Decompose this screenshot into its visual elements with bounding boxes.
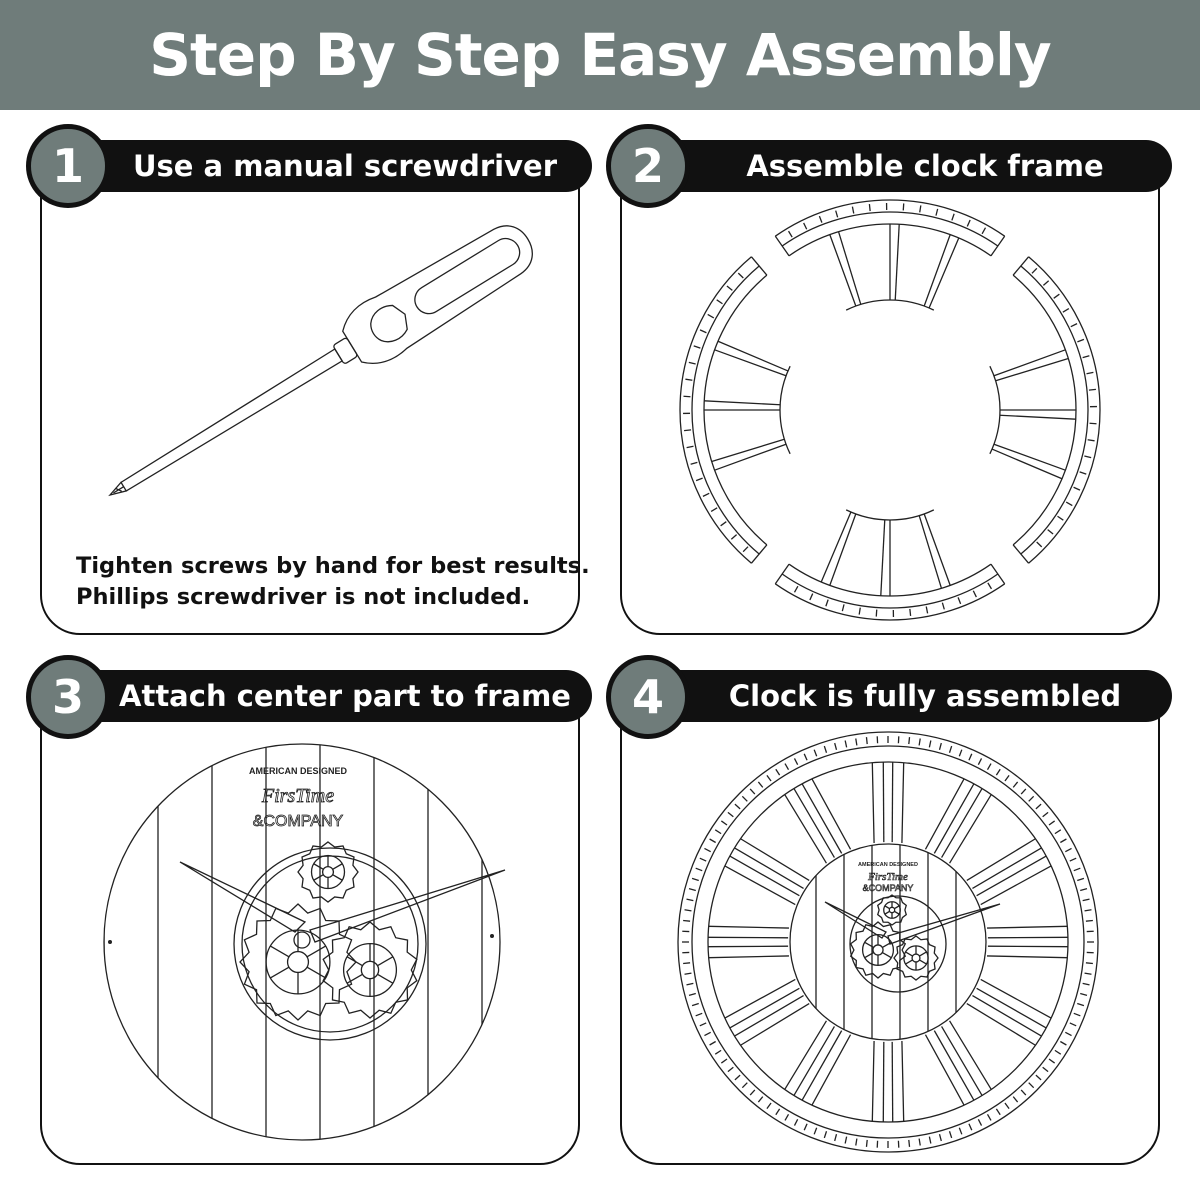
step-1-number: 1 — [26, 124, 110, 208]
header-banner — [0, 0, 1200, 110]
screwdriver-illustration — [108, 225, 533, 497]
clock-frame-exploded-illustration — [679, 199, 1101, 621]
page-title: Step By Step Easy Assembly — [149, 21, 1052, 89]
step-2-number: 2 — [606, 124, 690, 208]
step-4-title: Clock is fully assembled — [728, 679, 1122, 713]
logo-top-text: AMERICAN DESIGNED — [249, 766, 348, 776]
assembled-logo-brand-text: FirsTime — [867, 871, 908, 883]
step-1-title: Use a manual screwdriver — [132, 149, 557, 183]
gear-ring — [233, 847, 427, 1041]
step-3-panel — [40, 670, 580, 1165]
step-2-title-bar — [640, 140, 1172, 192]
step-3-title: Attach center part to frame — [119, 679, 571, 713]
logo-brand-text: FirsTime — [261, 785, 334, 807]
hour-hand — [179, 861, 307, 933]
minute-hand — [309, 869, 506, 943]
step-4-title-bar — [640, 670, 1172, 722]
assembled-center-disc — [789, 843, 987, 1041]
assembled-clock-illustration: AMERICAN DESIGNED FirsTime &COMPANY — [677, 731, 1099, 1153]
step-1-panel — [40, 140, 580, 635]
step-1-note-line-2: Phillips screwdriver is not included. — [76, 584, 531, 610]
step-3-number: 3 — [26, 655, 110, 739]
step-2-title: Assemble clock frame — [746, 149, 1104, 183]
clock-center-part-illustration: AMERICAN DESIGNED FirsTime &COMPANY — [103, 743, 506, 1141]
step-4-number: 4 — [606, 655, 690, 739]
step-3-title-bar — [60, 670, 592, 722]
step-1-title-bar — [60, 140, 592, 192]
assembled-logo-company-text: &COMPANY — [863, 883, 914, 893]
logo-company-text: &COMPANY — [253, 813, 344, 830]
assembled-logo-top-text: AMERICAN DESIGNED — [858, 862, 918, 868]
step-1-note-line-1: Tighten screws by hand for best results. — [76, 553, 590, 579]
